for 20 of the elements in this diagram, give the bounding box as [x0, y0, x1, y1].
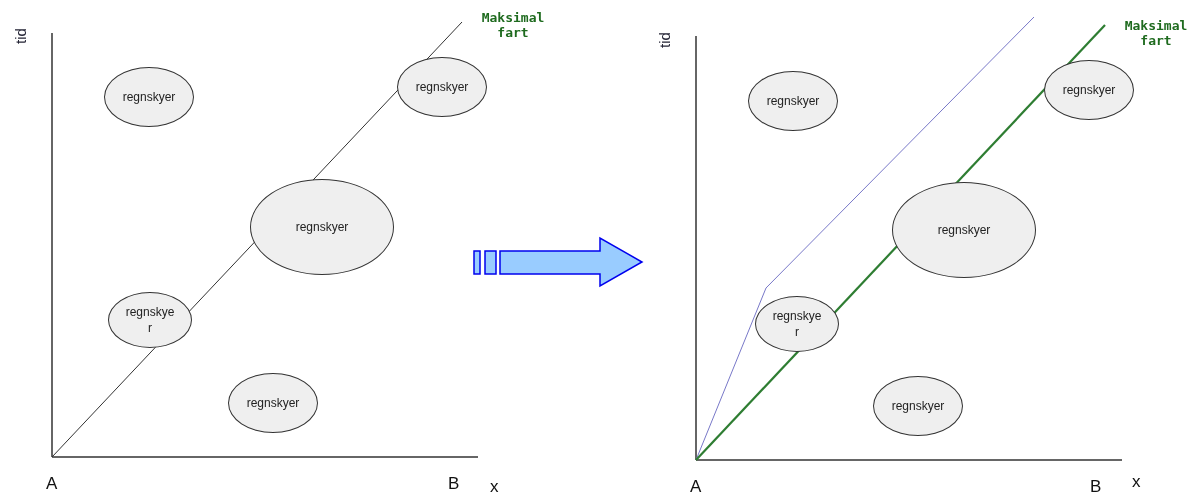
- axis-label: x: [1132, 472, 1141, 492]
- point-label: A: [46, 474, 58, 493]
- rain-cloud-ellipse: regnskyer: [228, 373, 318, 433]
- point-label: A: [690, 477, 702, 493]
- rain-cloud-ellipse: regnskyer: [250, 179, 394, 275]
- rain-cloud-ellipse: regnskyer: [104, 67, 194, 127]
- point-label: B: [1090, 477, 1102, 493]
- rain-cloud-ellipse: regnskyer: [748, 71, 838, 131]
- axis-label: x: [490, 477, 499, 493]
- axis-label: tid: [656, 32, 673, 48]
- speed-label: Maksimal fart: [1123, 18, 1189, 48]
- point-label: B: [448, 474, 460, 493]
- rain-cloud-ellipse: regnskyer: [755, 296, 839, 352]
- axis-label: tid: [12, 28, 29, 44]
- speed-label: Maksimal fart: [480, 10, 546, 40]
- rain-cloud-ellipse: regnskyer: [397, 57, 487, 117]
- rain-cloud-ellipse: regnskyer: [873, 376, 963, 436]
- rain-cloud-ellipse: regnskyer: [108, 292, 192, 348]
- rain-cloud-ellipse: regnskyer: [1044, 60, 1134, 120]
- rain-cloud-ellipse: regnskyer: [892, 182, 1036, 278]
